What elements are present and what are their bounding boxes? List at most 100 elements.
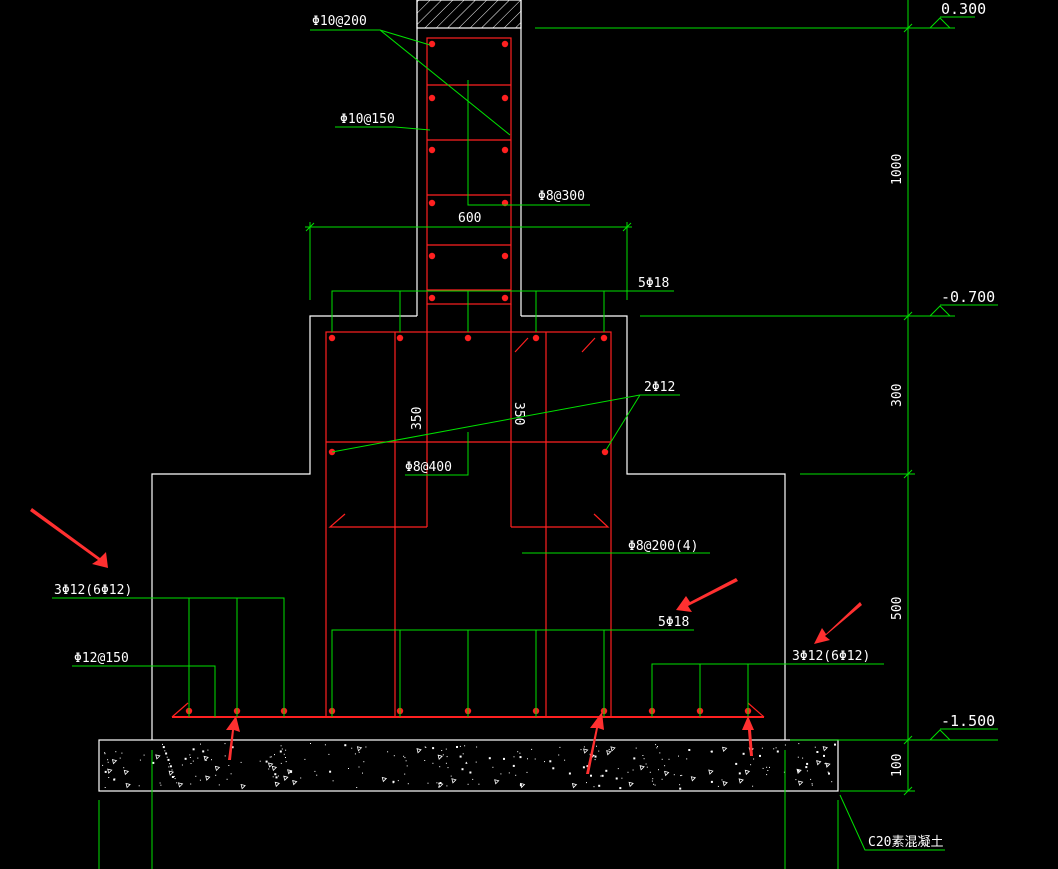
aggregate-stone	[271, 765, 278, 772]
aggregate-speck	[735, 762, 738, 765]
label-concrete: C20素混凝土	[868, 834, 943, 850]
arrow-bot-2	[586, 712, 604, 774]
aggregate-speck	[465, 762, 467, 764]
aggregate-speck	[218, 784, 220, 786]
label-tie-300: Φ8@300	[538, 189, 585, 204]
aggregate-speck	[280, 745, 282, 747]
aggregate-stone	[744, 769, 751, 776]
aggregate-speck	[439, 766, 441, 768]
label-bottom-bars: 5Φ18	[658, 615, 689, 630]
aggregate-speck	[681, 774, 683, 776]
aggregate-speck	[646, 766, 648, 768]
aggregate-speck	[503, 757, 505, 760]
aggregate-speck	[519, 752, 521, 754]
aggregate-speck	[162, 743, 163, 745]
label-dim-350-right: 350	[511, 402, 526, 425]
label-top-stirrup: Φ10@200	[312, 14, 367, 29]
aggregate-stone	[240, 783, 246, 790]
aggregate-stone	[451, 778, 457, 784]
aggregate-speck	[586, 782, 587, 784]
aggregate-speck	[108, 777, 110, 778]
aggregate-speck	[645, 763, 647, 765]
arrow-left-flange	[30, 508, 108, 568]
aggregate-speck	[508, 772, 510, 774]
aggregate-speck	[200, 743, 201, 745]
aggregate-speck	[143, 754, 145, 756]
aggregate-speck	[171, 769, 173, 771]
aggregate-speck	[207, 749, 209, 751]
aggregate-speck	[113, 778, 116, 781]
aggregate-speck	[269, 756, 271, 758]
label-dim-300: 300	[890, 384, 905, 407]
rebar-dot	[464, 334, 472, 342]
label-elev-mid: -0.700	[941, 288, 995, 306]
aggregate-speck	[478, 783, 480, 785]
aggregate-speck	[184, 757, 187, 760]
aggregate-stone	[356, 746, 363, 752]
aggregate-speck	[464, 745, 466, 747]
aggregate-speck	[230, 773, 232, 775]
aggregate-speck	[461, 768, 464, 771]
aggregate-speck	[798, 743, 800, 745]
aggregate-speck	[310, 743, 311, 744]
aggregate-speck	[404, 773, 406, 775]
aggregate-speck	[632, 769, 634, 771]
rebar-dot	[532, 334, 540, 342]
aggregate-speck	[608, 749, 610, 750]
aggregate-speck	[424, 760, 426, 761]
aggregate-speck	[392, 782, 394, 784]
aggregate-speck	[159, 782, 161, 784]
column-break-hatch	[416, 0, 522, 29]
arrow-bottom-bars	[676, 578, 738, 612]
aggregate-speck	[205, 760, 207, 761]
rebar-dot	[428, 199, 436, 207]
aggregate-speck	[673, 774, 675, 776]
aggregate-speck	[742, 752, 745, 755]
aggregate-speck	[138, 785, 140, 787]
aggregate-speck	[527, 758, 528, 760]
aggregate-speck	[826, 764, 828, 766]
aggregate-speck	[811, 783, 813, 785]
aggregate-speck	[432, 762, 434, 764]
aggregate-speck	[285, 761, 287, 763]
aggregate-speck	[169, 763, 171, 765]
label-tie-400: Φ8@400	[405, 460, 452, 475]
aggregate-speck	[564, 759, 566, 761]
aggregate-speck	[710, 750, 713, 753]
aggregate-speck	[633, 757, 636, 760]
aggregate-speck	[797, 769, 800, 772]
aggregate-speck	[459, 745, 461, 747]
label-width-600: 600	[458, 211, 481, 226]
aggregate-speck	[189, 754, 191, 756]
aggregate-speck	[270, 756, 272, 758]
aggregate-speck	[759, 754, 761, 757]
aggregate-stone	[583, 748, 589, 754]
aggregate-speck	[492, 766, 494, 768]
aggregate-speck	[795, 779, 797, 781]
aggregate-stone	[107, 768, 113, 774]
aggregate-stone	[283, 775, 289, 781]
aggregate-speck	[231, 746, 234, 749]
aggregate-speck	[304, 758, 306, 760]
aggregate-speck	[679, 787, 682, 790]
aggregate-speck	[752, 785, 754, 787]
aggregate-speck	[202, 750, 205, 753]
leaders-and-dimensions	[52, 0, 998, 869]
aggregate-speck	[512, 764, 515, 767]
aggregate-speck	[805, 766, 808, 769]
aggregate-speck	[661, 778, 663, 780]
aggregate-stone	[438, 782, 444, 788]
aggregate-speck	[784, 744, 786, 746]
aggregate-stone	[168, 770, 174, 776]
aggregate-stone	[664, 770, 670, 777]
rebar-dot	[501, 94, 509, 102]
aggregate-speck	[761, 747, 763, 749]
aggregate-speck	[356, 787, 358, 788]
aggregate-stone	[494, 779, 500, 785]
aggregate-speck	[659, 752, 661, 754]
aggregate-stone	[822, 746, 829, 752]
aggregate-speck	[314, 770, 316, 772]
aggregate-speck	[168, 766, 170, 768]
aggregate-stone	[628, 781, 634, 788]
aggregate-speck	[568, 772, 571, 775]
